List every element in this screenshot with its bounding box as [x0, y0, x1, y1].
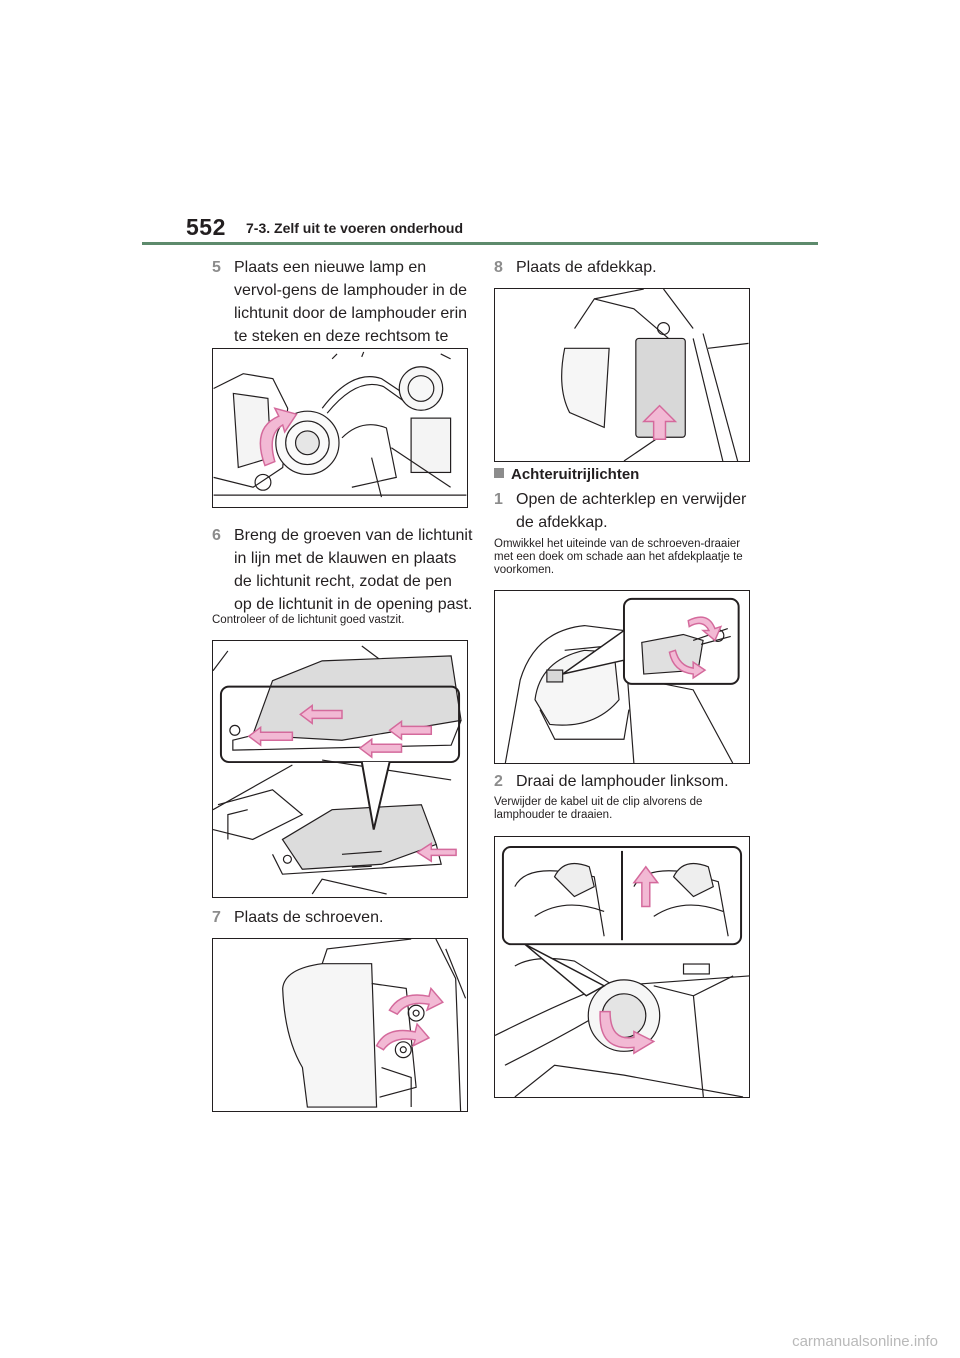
lamp-holder-install-illustration	[213, 351, 467, 498]
page-number: 552	[186, 214, 226, 240]
step-6: 6 Breng de groeven van de lichtunit in l…	[212, 524, 474, 616]
step-number: 6	[212, 527, 221, 544]
header-rule	[142, 242, 818, 245]
figure-lamp-holder-install	[212, 348, 468, 508]
step-number: 2	[494, 773, 503, 790]
tailgate-cover-removal-illustration	[504, 597, 740, 763]
step-7: 7 Plaats de schroeven.	[212, 906, 474, 929]
step-text: Breng de groeven van de lichtunit in lij…	[234, 527, 473, 613]
step-r2-note: Verwijder de kabel uit de clip alvorens …	[494, 796, 703, 821]
screws-install-illustration	[282, 939, 467, 1111]
section-title: 7-3. Zelf uit te voeren onderhoud	[246, 220, 464, 236]
lamp-holder-rotate-illustration	[495, 845, 749, 1097]
step-text: Open de achterklep en verwijder de afdek…	[516, 491, 747, 531]
step-number: 8	[494, 259, 503, 276]
step-text: Plaats de schroeven.	[234, 909, 384, 926]
cover-install-illustration	[561, 289, 749, 461]
step-text: Draai de lamphouder linksom.	[516, 773, 729, 790]
step-r2: 2 Draai de lamphouder linksom.	[494, 770, 754, 793]
bullet-square-icon	[494, 468, 504, 478]
figure-cover-install	[494, 288, 750, 462]
reverse-lights-heading-text: Achteruitrijlichten	[511, 466, 640, 483]
step-number: 7	[212, 909, 221, 926]
step-8: 8 Plaats de afdekkap.	[494, 256, 754, 279]
figure-lamp-holder-rotate	[494, 836, 750, 1098]
step-text: Plaats de afdekkap.	[516, 259, 657, 276]
figure-screws-install	[212, 938, 468, 1112]
step-r1-note: Omwikkel het uiteinde van de schroeven-d…	[494, 538, 743, 576]
step-number: 1	[494, 491, 503, 508]
step-r1: 1 Open de achterklep en verwijder de afd…	[494, 488, 754, 534]
step-number: 5	[212, 259, 221, 276]
step-6-note: Controleer of de lichtunit goed vastzit.	[212, 614, 405, 626]
step-text: Plaats een nieuwe lamp en vervol-gens de…	[234, 259, 468, 368]
step-5: 5 Plaats een nieuwe lamp en vervol-gens …	[212, 256, 474, 371]
reverse-lights-heading: Achteruitrijlichten	[494, 466, 639, 483]
figure-tailgate-cover-removal	[494, 590, 750, 764]
light-unit-alignment-illustration	[213, 645, 462, 895]
figure-light-unit-alignment	[212, 640, 468, 898]
footer-watermark: carmanualsonline.info	[792, 1333, 938, 1350]
